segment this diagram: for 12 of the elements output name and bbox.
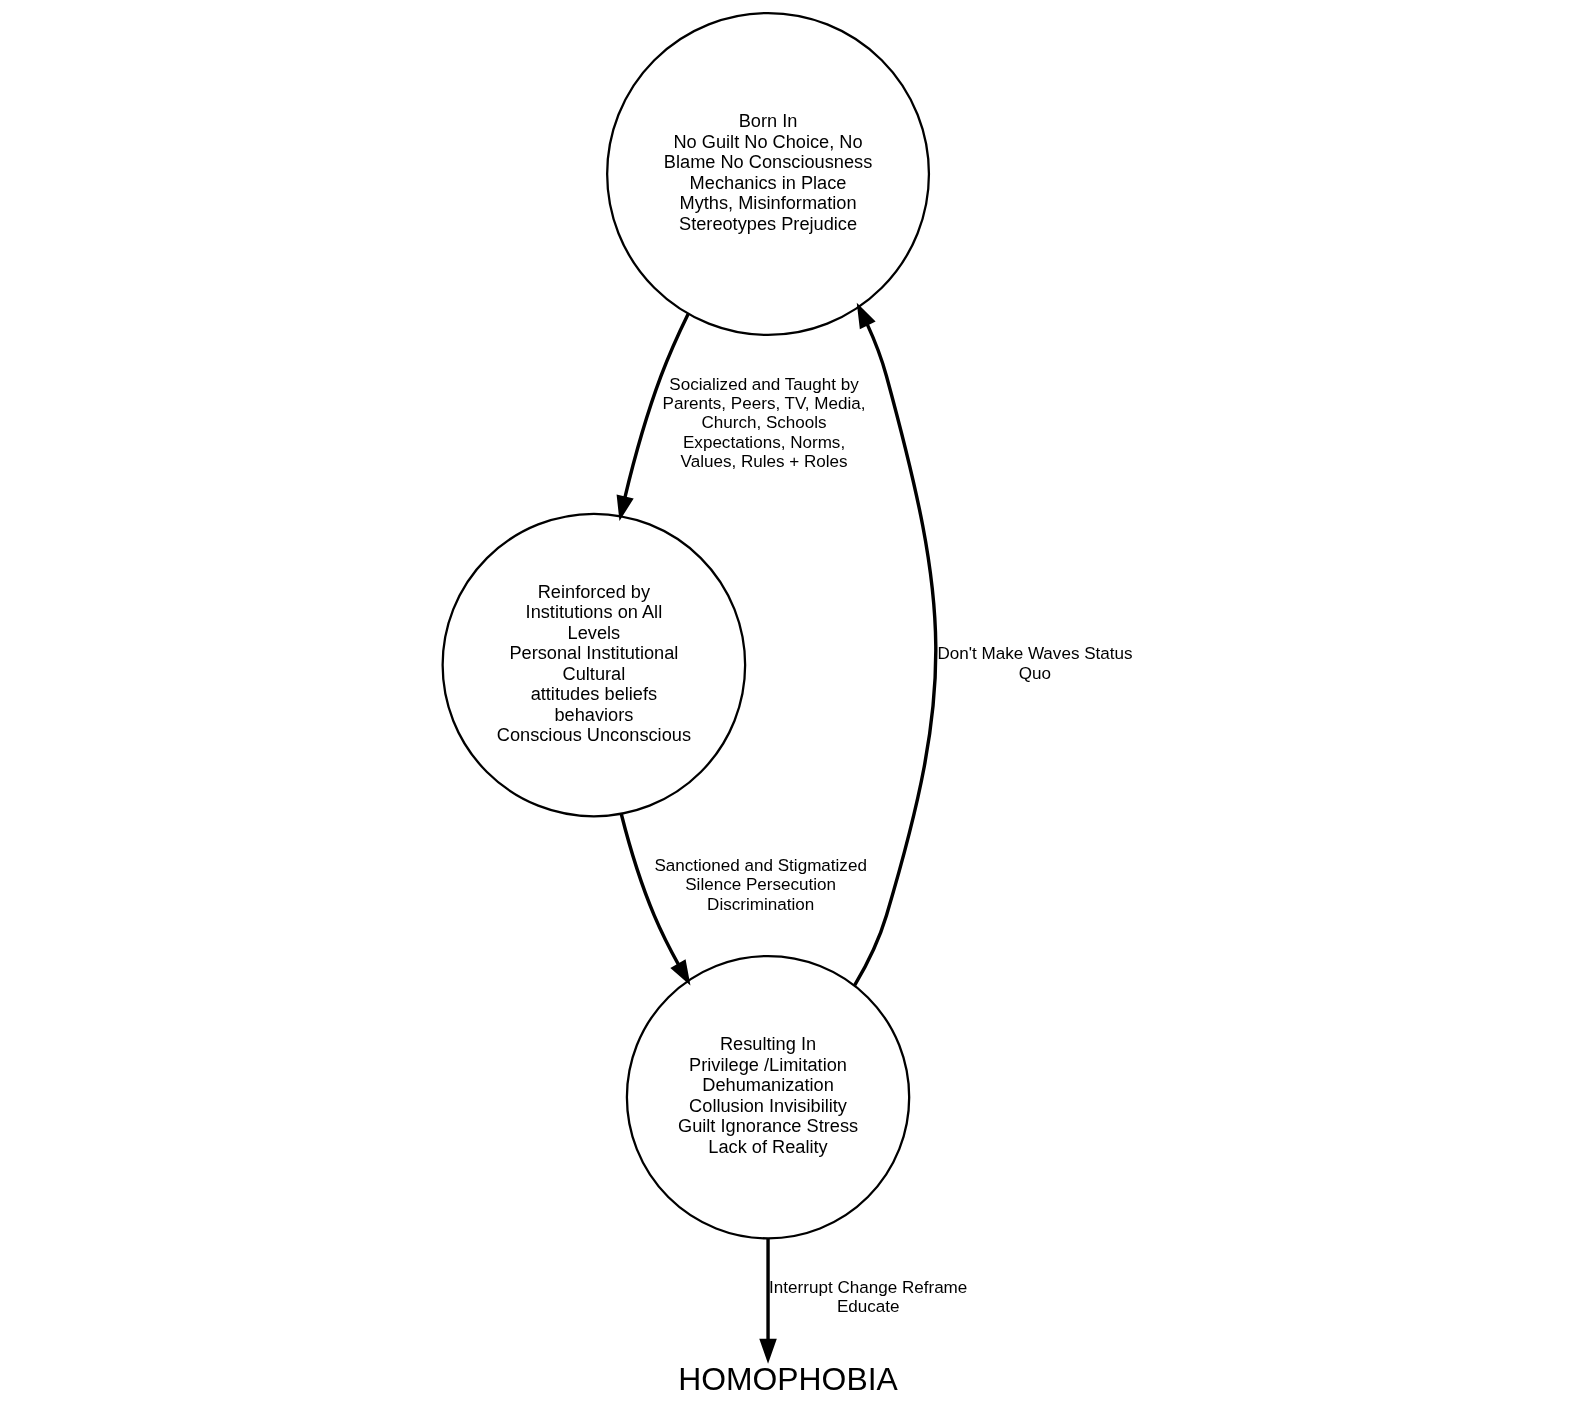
edge-label: Sanctioned and Stigmatized Silence Persecution Discrimination xyxy=(653,856,867,914)
edge-label: Interrupt Change Reframe Educate xyxy=(768,1277,967,1317)
arrow xyxy=(758,1238,777,1364)
arrow xyxy=(852,302,937,987)
arrow xyxy=(616,313,690,521)
edge-label: Socialized and Taught by Parents, Peers, TV, Media, Church, Schools Expectations, Norms, Values, Rules + Roles xyxy=(662,374,866,472)
diagram-title: HOMOPHOBIA xyxy=(677,1360,898,1397)
node-circle: Resulting In Privilege /Limitation Dehumanization Collusion Invisibility Guilt Ignorance Stress Lack of Reality xyxy=(625,954,910,1240)
node-circle: Reinforced by Institutions on All Levels Personal Institutional Cultural attitudes beliefs behaviors Conscious Unconscious xyxy=(441,512,746,818)
node-circle: Born In No Guilt No Choice, No Blame No Consciousness Mechanics in Place Myths, Misinformation Stereotypes Prejudice xyxy=(605,11,930,337)
arrow xyxy=(619,813,690,986)
edge-label: Don't Make Waves Status Quo xyxy=(936,644,1133,683)
